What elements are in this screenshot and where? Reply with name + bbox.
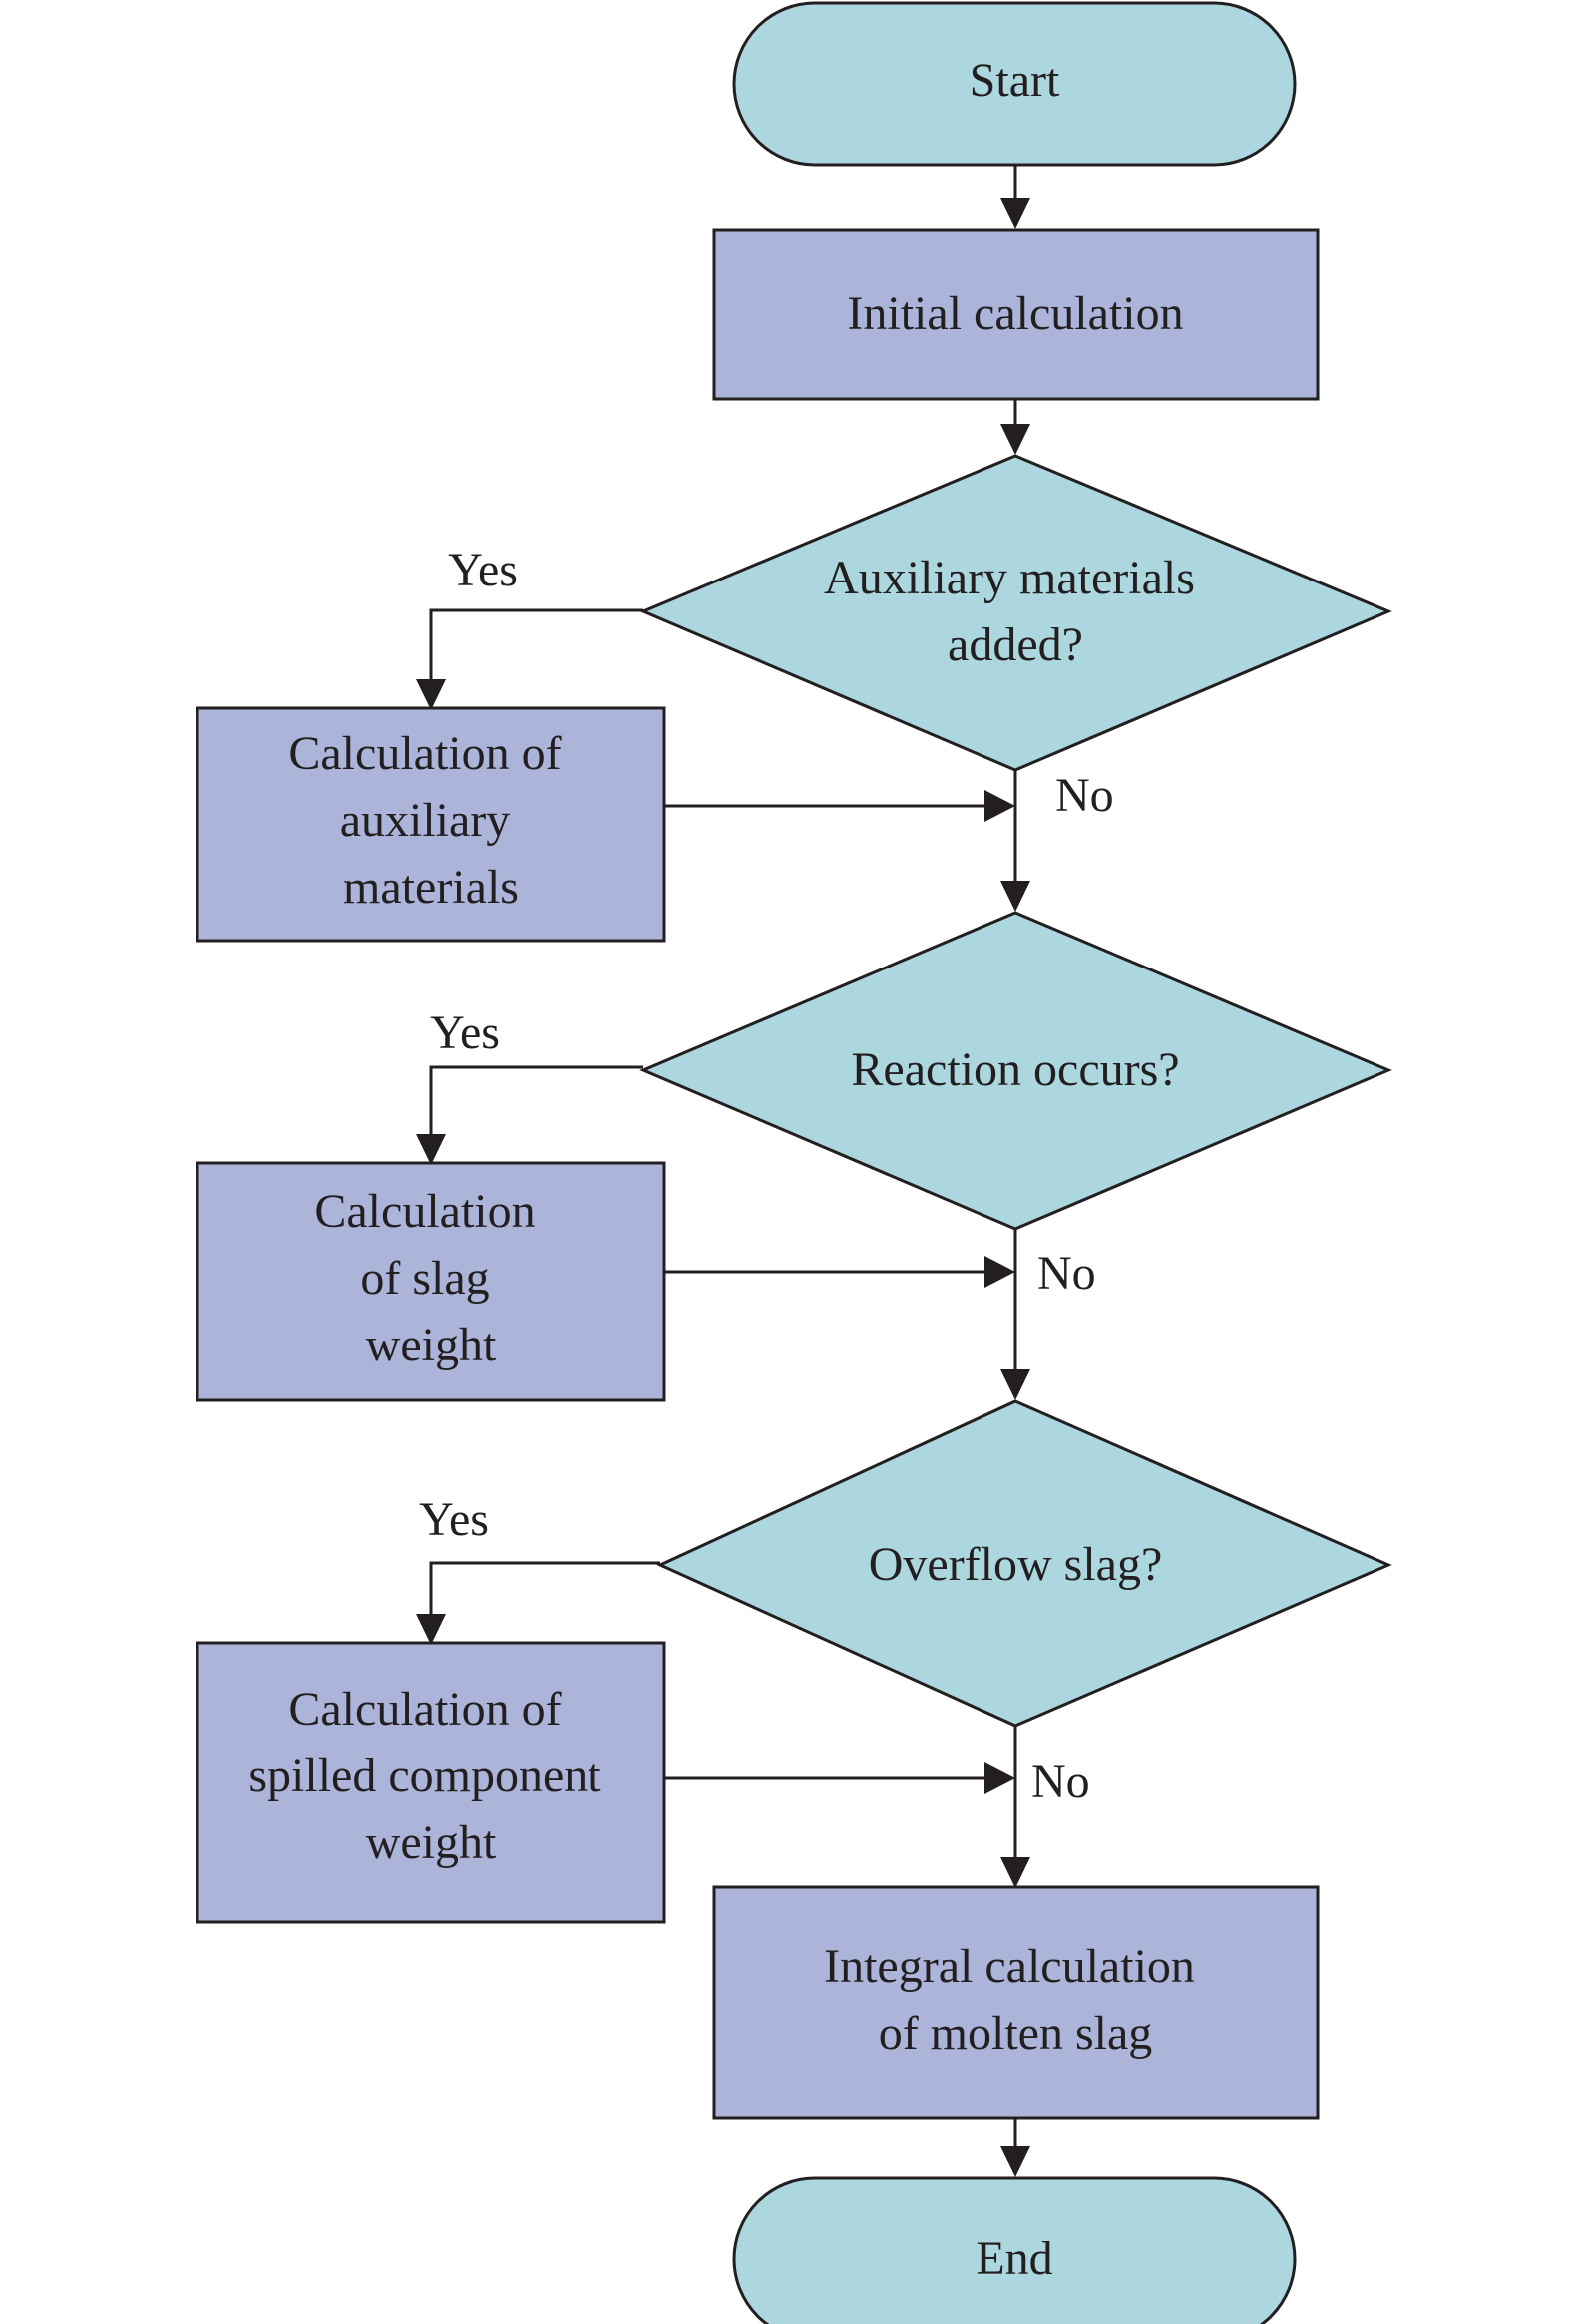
slag-calculation-node: Calculation of slag weight	[196, 1161, 666, 1402]
arrowhead	[1000, 198, 1030, 229]
slag-calculation-line1: Calculation	[314, 1185, 535, 1238]
slag-calculation-box	[196, 1161, 666, 1402]
connector-decision2-yes	[429, 1065, 643, 1141]
svg-text:End: End	[976, 2232, 1052, 2285]
svg-text:Overflow slag?: Overflow slag?	[869, 1538, 1163, 1591]
decision-reaction-label: Reaction occurs?	[851, 1043, 1179, 1096]
auxiliary-calculation-box	[196, 706, 666, 943]
integral-calculation-line2: of molten slag	[879, 2007, 1153, 2060]
spill-calculation-box	[196, 1641, 666, 1924]
initial-calculation-label: Initial calculation	[847, 287, 1183, 340]
arrowhead	[1000, 881, 1030, 912]
arrowhead	[416, 1614, 446, 1645]
auxiliary-calculation-node: Calculation of auxiliary materials	[196, 706, 666, 943]
end-label: End	[976, 2232, 1052, 2285]
connector-decision1-yes	[429, 608, 643, 686]
yes-label-1: Yes	[448, 544, 518, 596]
arrowhead	[1000, 1369, 1030, 1400]
start-node: Start	[732, 1, 1297, 167]
svg-text:Integral calculation of: Integral calculation of molten slag	[824, 1940, 1207, 2060]
initial-calculation-node: Initial calculation	[712, 228, 1320, 401]
branch-labels: Yes No Yes No Yes No	[419, 544, 1114, 1808]
start-label: Start	[970, 54, 1060, 107]
decision-reaction-diamond	[639, 911, 1392, 1231]
svg-text:Auxiliary materials adde: Auxiliary materials added?	[824, 552, 1207, 671]
decision-auxiliary-node: Auxiliary materials added?	[639, 454, 1392, 772]
svg-text:Initial calculation: Initial calculation	[847, 287, 1183, 340]
spill-calculation-line2: spilled component	[248, 1749, 601, 1802]
auxiliary-calculation-line1: Calculation of	[288, 727, 561, 780]
slag-calculation-line3: weight	[366, 1319, 497, 1371]
start-terminal-shape	[732, 1, 1297, 167]
arrowhead	[984, 1256, 1015, 1288]
spill-calculation-line1: Calculation of	[288, 1683, 561, 1736]
arrowhead	[416, 679, 446, 710]
arrowhead	[416, 1134, 446, 1165]
integral-calculation-node: Integral calculation of molten slag	[712, 1885, 1320, 2120]
arrowhead	[984, 1762, 1015, 1794]
integral-calculation-box	[712, 1885, 1320, 2120]
decision-overflow-label: Overflow slag?	[869, 1538, 1163, 1591]
svg-text:Reaction occurs?: Reaction occurs?	[851, 1043, 1179, 1096]
connectors	[416, 165, 1030, 2177]
decision-overflow-diamond	[656, 1399, 1392, 1728]
integral-calculation-line1: Integral calculation	[824, 1940, 1195, 1993]
slag-calculation-line2: of slag	[360, 1252, 489, 1305]
decision-overflow-node: Overflow slag?	[656, 1399, 1392, 1728]
decision-auxiliary-diamond	[639, 454, 1392, 772]
initial-calculation-box	[712, 228, 1320, 401]
svg-text:Calculation of spilled c: Calculation of spilled component weight	[248, 1683, 612, 1869]
svg-text:Calculation of auxiliary: Calculation of auxiliary materials	[288, 727, 573, 914]
yes-label-2: Yes	[430, 1006, 500, 1059]
arrowhead	[1000, 1857, 1030, 1888]
arrowhead	[984, 790, 1015, 822]
end-node: End	[732, 2176, 1297, 2324]
decision-reaction-node: Reaction occurs?	[639, 911, 1392, 1231]
spill-calculation-node: Calculation of spilled component weight	[196, 1641, 666, 1924]
connector-decision3-yes	[429, 1561, 660, 1621]
no-label-1: No	[1055, 769, 1114, 822]
yes-label-3: Yes	[419, 1493, 489, 1546]
auxiliary-calculation-line3: materials	[343, 861, 519, 914]
svg-text:Calculation of slag: Calculation of slag weight	[314, 1185, 547, 1371]
auxiliary-calculation-line2: auxiliary	[340, 794, 511, 847]
decision-auxiliary-line1: Auxiliary materials	[824, 552, 1195, 604]
decision-auxiliary-line2: added?	[948, 618, 1083, 671]
spill-calculation-line3: weight	[366, 1816, 497, 1869]
svg-text:Start: Start	[970, 54, 1060, 107]
arrowhead	[1000, 2146, 1030, 2177]
arrowhead	[1000, 424, 1030, 455]
end-terminal-shape	[732, 2176, 1297, 2324]
no-label-2: No	[1037, 1247, 1096, 1300]
no-label-3: No	[1031, 1755, 1090, 1808]
